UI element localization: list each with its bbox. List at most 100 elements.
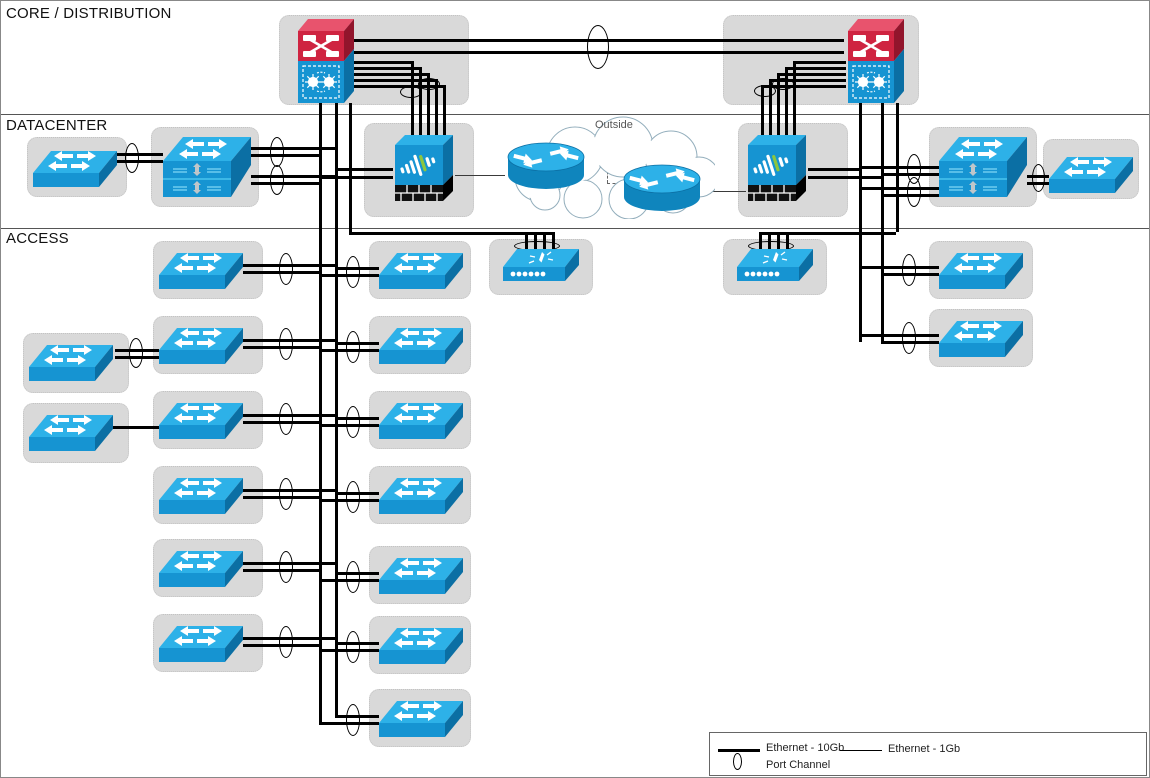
access-switch-m7 bbox=[379, 697, 463, 741]
outside-cloud-label: Outside bbox=[595, 119, 633, 131]
ethernet-10gb-link bbox=[251, 182, 319, 185]
port-channel-ellipse bbox=[125, 143, 139, 173]
dc-stack-switch-right bbox=[939, 133, 1027, 199]
ethernet-1gb-link bbox=[703, 191, 746, 192]
ethernet-10gb-link bbox=[761, 85, 764, 141]
port-channel-ellipse bbox=[587, 25, 609, 69]
ethernet-10gb-link bbox=[777, 73, 780, 141]
ethernet-10gb-link bbox=[785, 67, 846, 70]
legend-10gb-label: Ethernet - 10Gb bbox=[766, 742, 845, 754]
port-channel-ellipse bbox=[279, 551, 293, 583]
vss-core-switch-left bbox=[294, 19, 354, 105]
core-section-label: CORE / DISTRIBUTION bbox=[6, 5, 172, 22]
port-channel-ellipse bbox=[279, 626, 293, 658]
port-channel-ellipse bbox=[279, 403, 293, 435]
ethernet-10gb-link bbox=[769, 79, 846, 82]
access-switch-m2 bbox=[379, 324, 463, 368]
port-channel-ellipse bbox=[400, 86, 422, 98]
ethernet-10gb-link bbox=[793, 61, 796, 141]
wireless-controller-left bbox=[503, 245, 579, 287]
internet-router-1 bbox=[505, 141, 587, 193]
legend-10gb-line-sample bbox=[718, 749, 760, 752]
access-switch-r1 bbox=[939, 249, 1023, 293]
ethernet-10gb-link bbox=[113, 426, 161, 429]
port-channel-ellipse bbox=[346, 561, 360, 593]
internet-router-2 bbox=[621, 163, 703, 215]
port-channel-ellipse bbox=[754, 85, 776, 97]
ethernet-10gb-link bbox=[859, 103, 862, 342]
ethernet-10gb-link bbox=[411, 61, 414, 141]
legend-box: Ethernet - 10Gb Ethernet - 1Gb Port Chan… bbox=[709, 732, 1147, 776]
wan-link-dashed bbox=[607, 183, 621, 184]
ethernet-10gb-link bbox=[115, 160, 163, 163]
access-switch-l1 bbox=[159, 249, 243, 293]
legend-1gb-label: Ethernet - 1Gb bbox=[888, 743, 961, 755]
access-switch-l3 bbox=[159, 399, 243, 443]
access-switch-m1 bbox=[379, 249, 463, 293]
ethernet-10gb-link bbox=[335, 168, 393, 171]
access-switch-r2 bbox=[939, 317, 1023, 361]
ethernet-10gb-link bbox=[349, 103, 352, 232]
ethernet-10gb-link bbox=[859, 266, 939, 269]
ethernet-10gb-link bbox=[769, 79, 772, 141]
ethernet-10gb-link bbox=[759, 232, 896, 235]
vss-core-switch-right bbox=[844, 19, 904, 105]
ethernet-10gb-link bbox=[251, 147, 335, 150]
port-channel-ellipse bbox=[772, 78, 794, 90]
datacenter-section-label: DATACENTER bbox=[6, 117, 108, 134]
ethernet-10gb-link bbox=[348, 61, 411, 64]
ethernet-10gb-link bbox=[348, 85, 443, 88]
port-channel-ellipse bbox=[279, 478, 293, 510]
ethernet-10gb-link bbox=[419, 67, 422, 141]
port-channel-ellipse bbox=[129, 338, 143, 368]
ethernet-10gb-link bbox=[859, 166, 939, 169]
legend-port-channel-label: Port Channel bbox=[766, 759, 831, 771]
port-channel-ellipse bbox=[346, 481, 360, 513]
dc-switch-left bbox=[33, 147, 117, 191]
access-switch-edge2 bbox=[29, 411, 113, 455]
ethernet-10gb-link bbox=[859, 334, 939, 337]
port-channel-ellipse bbox=[902, 322, 916, 354]
ethernet-10gb-link bbox=[793, 61, 846, 64]
ethernet-10gb-link bbox=[761, 85, 846, 88]
ethernet-10gb-link bbox=[348, 67, 419, 70]
legend-port-channel-symbol bbox=[733, 753, 742, 770]
ethernet-10gb-link bbox=[115, 153, 163, 156]
port-channel-ellipse bbox=[270, 137, 284, 167]
access-switch-m4 bbox=[379, 474, 463, 518]
ethernet-10gb-link bbox=[348, 79, 435, 82]
wireless-controller-right bbox=[737, 245, 813, 287]
firewall-left bbox=[393, 135, 455, 203]
port-channel-ellipse bbox=[902, 254, 916, 286]
port-channel-ellipse bbox=[1032, 164, 1045, 192]
access-switch-l6 bbox=[159, 622, 243, 666]
port-channel-ellipse bbox=[907, 177, 921, 207]
ethernet-10gb-link bbox=[348, 73, 427, 76]
section-divider bbox=[1, 228, 1149, 229]
access-switch-edge1 bbox=[29, 341, 113, 385]
port-channel-ellipse bbox=[346, 256, 360, 288]
ethernet-10gb-link bbox=[435, 79, 438, 141]
access-switch-l2 bbox=[159, 324, 243, 368]
ethernet-10gb-link bbox=[335, 103, 338, 717]
access-switch-l5 bbox=[159, 547, 243, 591]
legend-1gb-line-sample bbox=[840, 750, 882, 751]
ethernet-10gb-link bbox=[785, 67, 788, 141]
port-channel-ellipse bbox=[346, 406, 360, 438]
port-channel-ellipse bbox=[418, 78, 440, 90]
ethernet-10gb-link bbox=[808, 168, 859, 171]
wan-link-dashed bbox=[607, 167, 608, 183]
access-switch-m5 bbox=[379, 554, 463, 598]
section-divider bbox=[1, 114, 1149, 115]
ethernet-1gb-link bbox=[455, 175, 505, 176]
access-switch-l4 bbox=[159, 474, 243, 518]
dc-switch-right bbox=[1049, 153, 1133, 197]
ethernet-10gb-link bbox=[319, 176, 393, 179]
ethernet-10gb-link bbox=[443, 85, 446, 141]
firewall-right bbox=[746, 135, 808, 203]
access-switch-m3 bbox=[379, 399, 463, 443]
port-channel-ellipse bbox=[346, 331, 360, 363]
ethernet-10gb-link bbox=[808, 176, 881, 179]
access-section-label: ACCESS bbox=[6, 230, 69, 247]
